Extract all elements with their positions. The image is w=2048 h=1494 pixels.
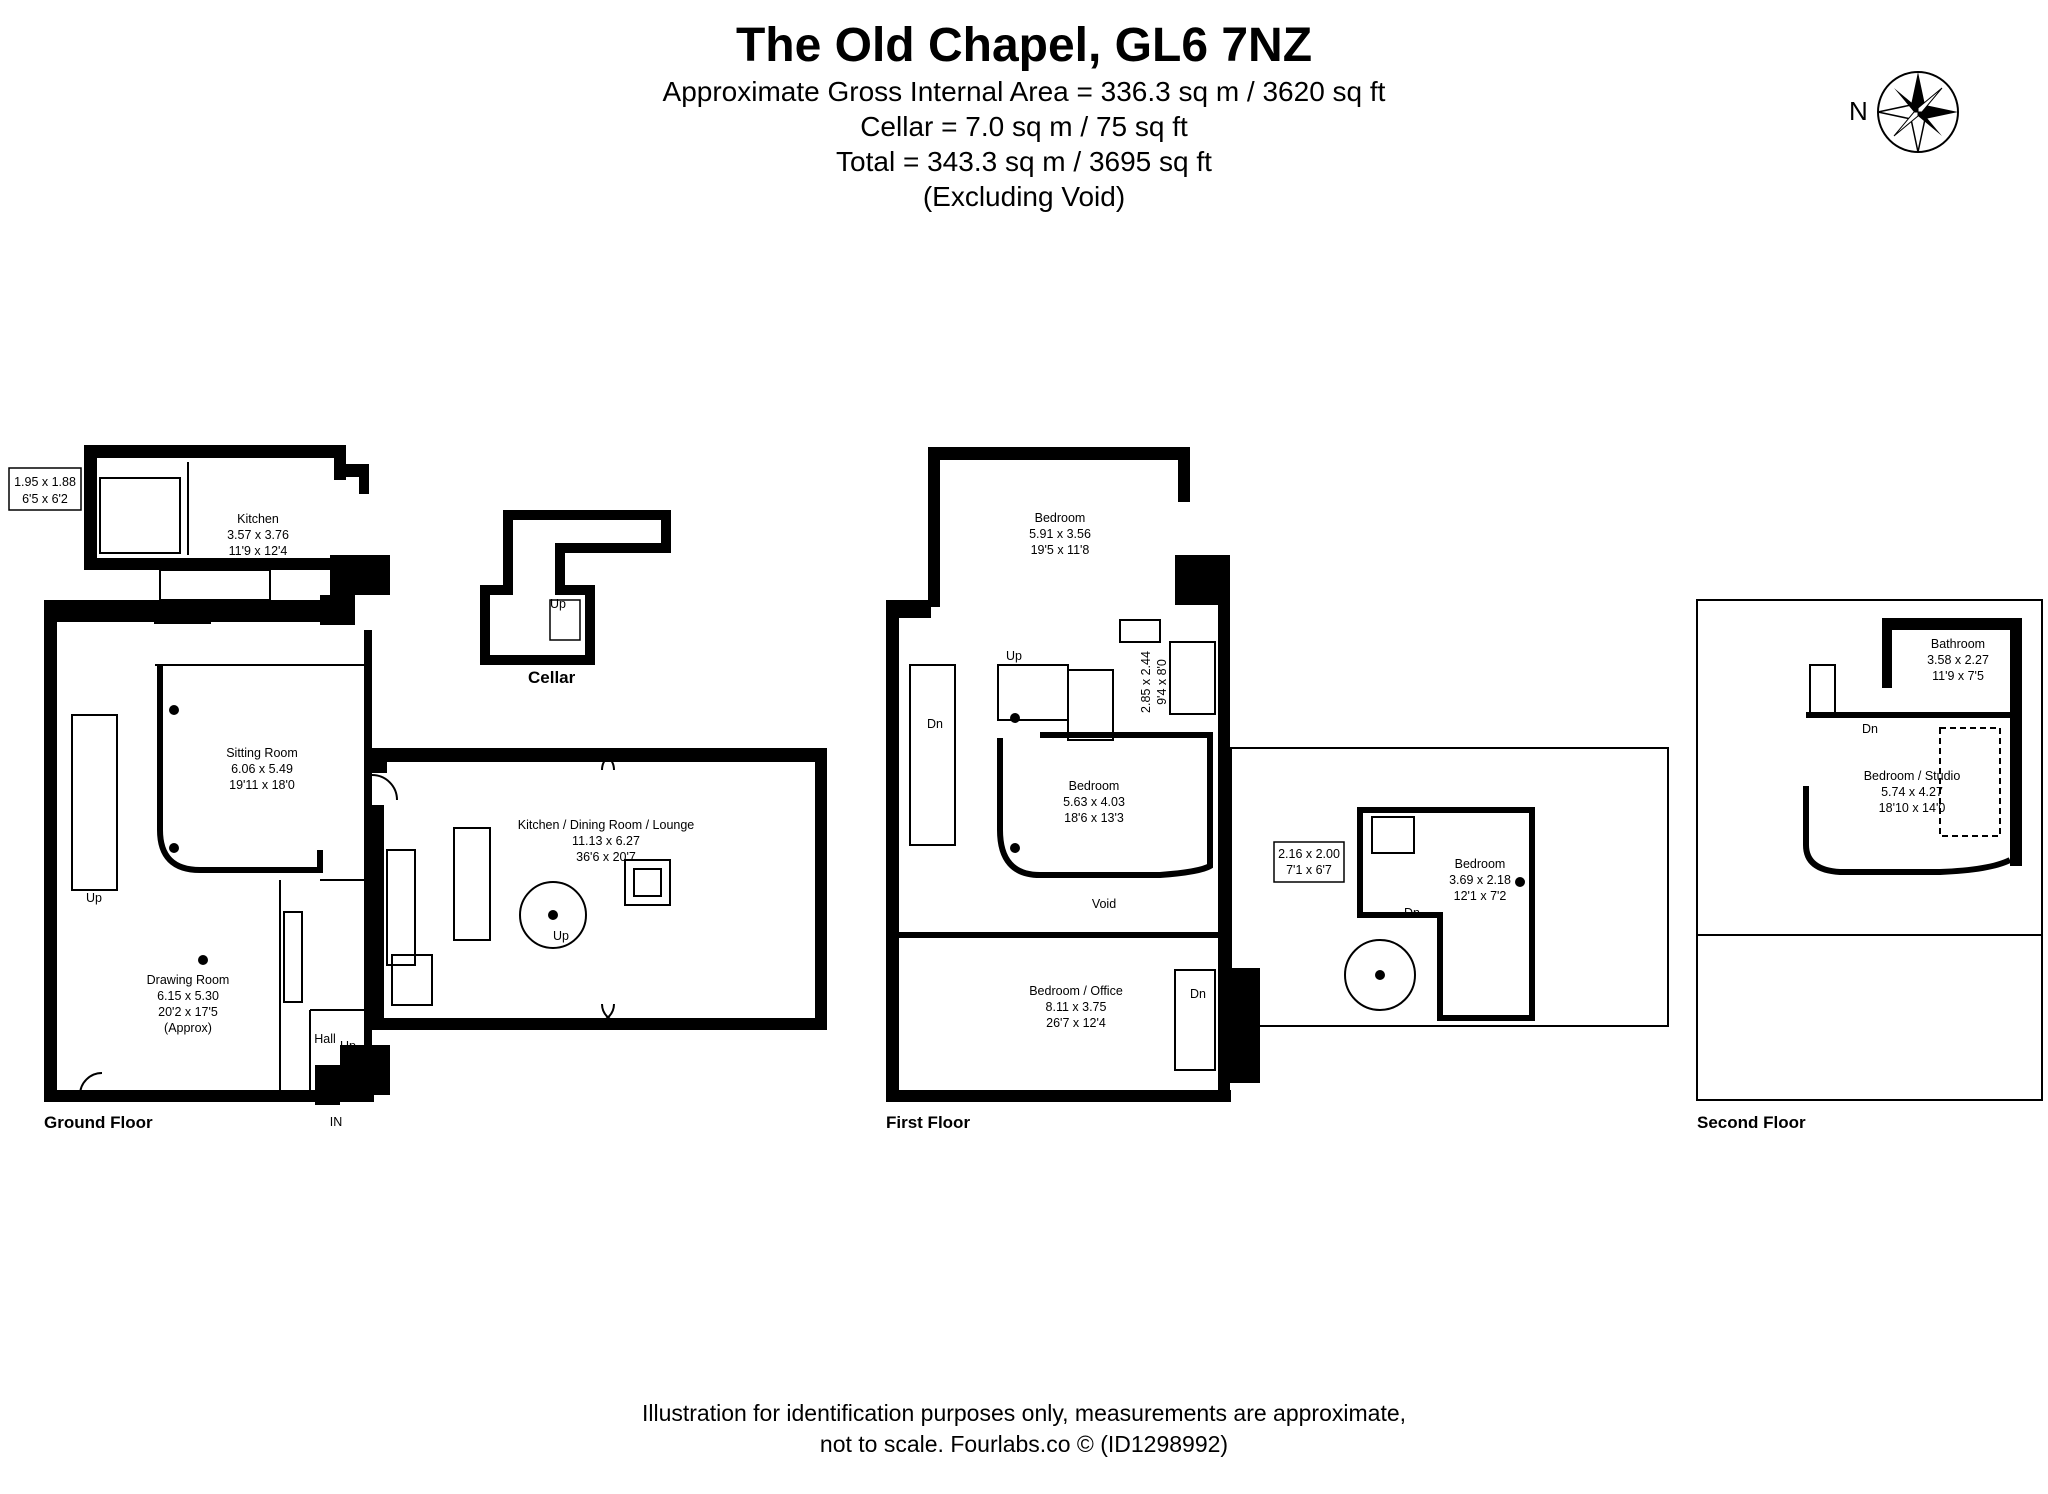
second-floor-walls	[1882, 618, 2022, 866]
bedroom-3-imperial: 12'1 x 7'2	[1454, 889, 1507, 903]
bedroom-1-name: Bedroom	[1035, 511, 1086, 525]
first-floor-fixtures	[1010, 713, 1525, 887]
bathroom-imperial: 11'9 x 7'5	[1932, 669, 1984, 683]
bedroom-office-imperial: 26'7 x 12'4	[1046, 1016, 1106, 1030]
sitting-room-metric: 6.06 x 5.49	[231, 762, 293, 776]
ensuite-1-metric: 2.85 x 2.44	[1139, 651, 1153, 713]
ensuite-2-imperial: 7'1 x 6'7	[1286, 863, 1332, 877]
ground-floor-fixtures	[169, 705, 208, 965]
bedroom-office-metric: 8.11 x 3.75	[1046, 1000, 1107, 1014]
hall-name: Hall	[314, 1032, 336, 1046]
bathroom-name: Bathroom	[1931, 637, 1985, 651]
bedroom-2-metric: 5.63 x 4.03	[1063, 795, 1125, 809]
ensuite-1-imperial: 9'4 x 8'0	[1155, 659, 1169, 705]
cellar-label: Cellar	[528, 668, 576, 687]
ensuite-2-dimension-box	[1273, 841, 1345, 883]
kitchen-dining-name: Kitchen / Dining Room / Lounge	[518, 818, 695, 832]
kitchen-dining-metric: 11.13 x 6.27	[572, 834, 640, 848]
ensuite-2-metric: 2.16 x 2.00	[1278, 847, 1340, 861]
entrance-label: IN	[330, 1115, 343, 1129]
bedroom-3-name: Bedroom	[1455, 857, 1506, 871]
cellar-stairs-up-label: Up	[550, 597, 566, 611]
hall-stairs-up-label: Up	[340, 1039, 356, 1053]
bedroom-2-name: Bedroom	[1069, 779, 1120, 793]
spiral-stairs-down-label: Dn	[1404, 906, 1420, 920]
second-floor-internal-walls	[1803, 664, 2012, 875]
bedroom-studio-metric: 5.74 x 4.27	[1881, 785, 1943, 799]
cellar-plan	[480, 510, 671, 665]
first-floor-stairs-down-label: Dn	[927, 717, 943, 731]
bedroom-1-imperial: 19'5 x 11'8	[1031, 543, 1090, 557]
sitting-room-name: Sitting Room	[226, 746, 298, 760]
drawing-room-metric: 6.15 x 5.30	[157, 989, 219, 1003]
kitchen-dining-imperial: 36'6 x 20'7	[576, 850, 636, 864]
plan-title: The Old Chapel, GL6 7NZ	[735, 19, 1313, 72]
compass-rose-icon	[1877, 71, 1959, 153]
ground-floor-plan	[44, 445, 827, 1105]
gross-internal-area: Approximate Gross Internal Area = 336.3 …	[662, 76, 1386, 107]
bedroom-3-metric: 3.69 x 2.18	[1449, 873, 1511, 887]
drawing-room-name: Drawing Room	[147, 973, 230, 987]
bedroom-1-metric: 5.91 x 3.56	[1029, 527, 1091, 541]
first-floor-side-stairs-down-label: Dn	[1190, 987, 1206, 1001]
first-floor-internal-walls	[899, 619, 1669, 1071]
second-floor-stairs-down-label: Dn	[1862, 722, 1878, 736]
ground-floor-internal-walls	[71, 462, 671, 1096]
bedroom-office-name: Bedroom / Office	[1029, 984, 1123, 998]
second-floor-label: Second Floor	[1697, 1113, 1806, 1132]
shower-room-dimension-box	[8, 467, 82, 511]
drawing-room-imperial: 20'2 x 17'5	[158, 1005, 218, 1019]
footer-line-1: Illustration for identification purposes…	[641, 1400, 1407, 1426]
cellar-area: Cellar = 7.0 sq m / 75 sq ft	[860, 111, 1188, 142]
first-floor-label: First Floor	[886, 1113, 970, 1132]
bedroom-studio-name: Bedroom / Studio	[1864, 769, 1961, 783]
footer-disclaimer: Illustration for identification purposes…	[0, 1398, 2048, 1460]
total-area: Total = 343.3 sq m / 3695 sq ft	[836, 146, 1212, 177]
kitchen-metric: 3.57 x 3.76	[227, 528, 289, 542]
ground-floor-label: Ground Floor	[44, 1113, 153, 1132]
kitchen-imperial: 11'9 x 12'4	[229, 544, 288, 558]
stairs-up-label: Up	[86, 891, 102, 905]
bathroom-metric: 3.58 x 2.27	[1927, 653, 1989, 667]
footer-line-2: not to scale. Fourlabs.co © (ID1298992)	[819, 1431, 1229, 1457]
second-floor-plan	[1696, 599, 2043, 1101]
bedroom-studio-imperial: 18'10 x 14'0	[1879, 801, 1946, 815]
sitting-room-imperial: 19'11 x 18'0	[229, 778, 295, 792]
drawing-room-note: (Approx)	[164, 1021, 212, 1035]
compass-north-label: N	[1849, 96, 1868, 126]
shower-room-metric: 1.95 x 1.88	[14, 475, 76, 489]
bedroom-2-imperial: 18'6 x 13'3	[1064, 811, 1124, 825]
first-floor-stairs-up-label: Up	[1006, 649, 1022, 663]
spiral-stairs-up-label: Up	[553, 929, 569, 943]
shower-room-imperial: 6'5 x 6'2	[22, 492, 68, 506]
kitchen-name: Kitchen	[237, 512, 279, 526]
excluding-note: (Excluding Void)	[922, 181, 1126, 212]
void-label: Void	[1092, 897, 1116, 911]
